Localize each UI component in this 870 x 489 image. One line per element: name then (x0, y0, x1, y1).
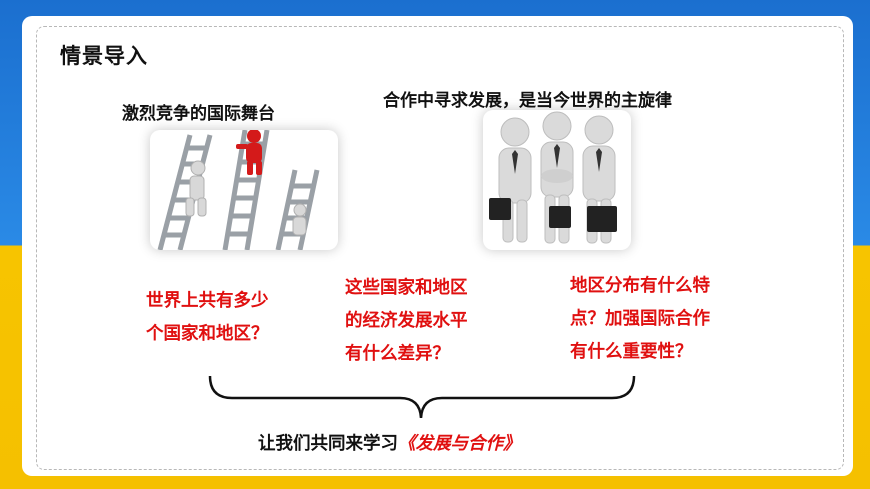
question-3: 地区分布有什么特 点？加强国际合作 有什么重要性？ (570, 270, 710, 369)
course-title-highlight: 《发展与合作》 (398, 434, 521, 454)
handshake-illustration-icon (489, 111, 617, 244)
content-frame (36, 26, 844, 470)
question-1-line-1: 世界上共有多少 (146, 291, 269, 311)
ladder-illustration-icon (157, 130, 320, 250)
right-caption: 合作中寻求发展，是当今世界的主旋律 (383, 91, 672, 111)
bottom-conclusion: 让我们共同来学习《发展与合作》 (258, 430, 521, 455)
question-2-line-3: 有什么差异？ (345, 344, 450, 364)
question-2-line-1: 这些国家和地区 (345, 278, 468, 298)
ladder-competition-image (150, 130, 338, 250)
business-handshake-image (483, 110, 631, 250)
question-2-line-2: 的经济发展水平 (345, 311, 468, 331)
question-3-line-2: 点？加强国际合作 (570, 309, 710, 329)
question-2: 这些国家和地区 的经济发展水平 有什么差异？ (345, 272, 468, 371)
bottom-prefix: 让我们共同来学习 (258, 434, 398, 454)
slide-title: 情景导入 (60, 44, 148, 68)
left-caption: 激烈竞争的国际舞台 (122, 104, 275, 124)
question-1-line-2: 个国家和地区？ (146, 324, 269, 344)
question-1: 世界上共有多少 个国家和地区？ (146, 285, 269, 351)
question-3-line-3: 有什么重要性？ (570, 342, 693, 362)
question-3-line-1: 地区分布有什么特 (570, 276, 710, 296)
